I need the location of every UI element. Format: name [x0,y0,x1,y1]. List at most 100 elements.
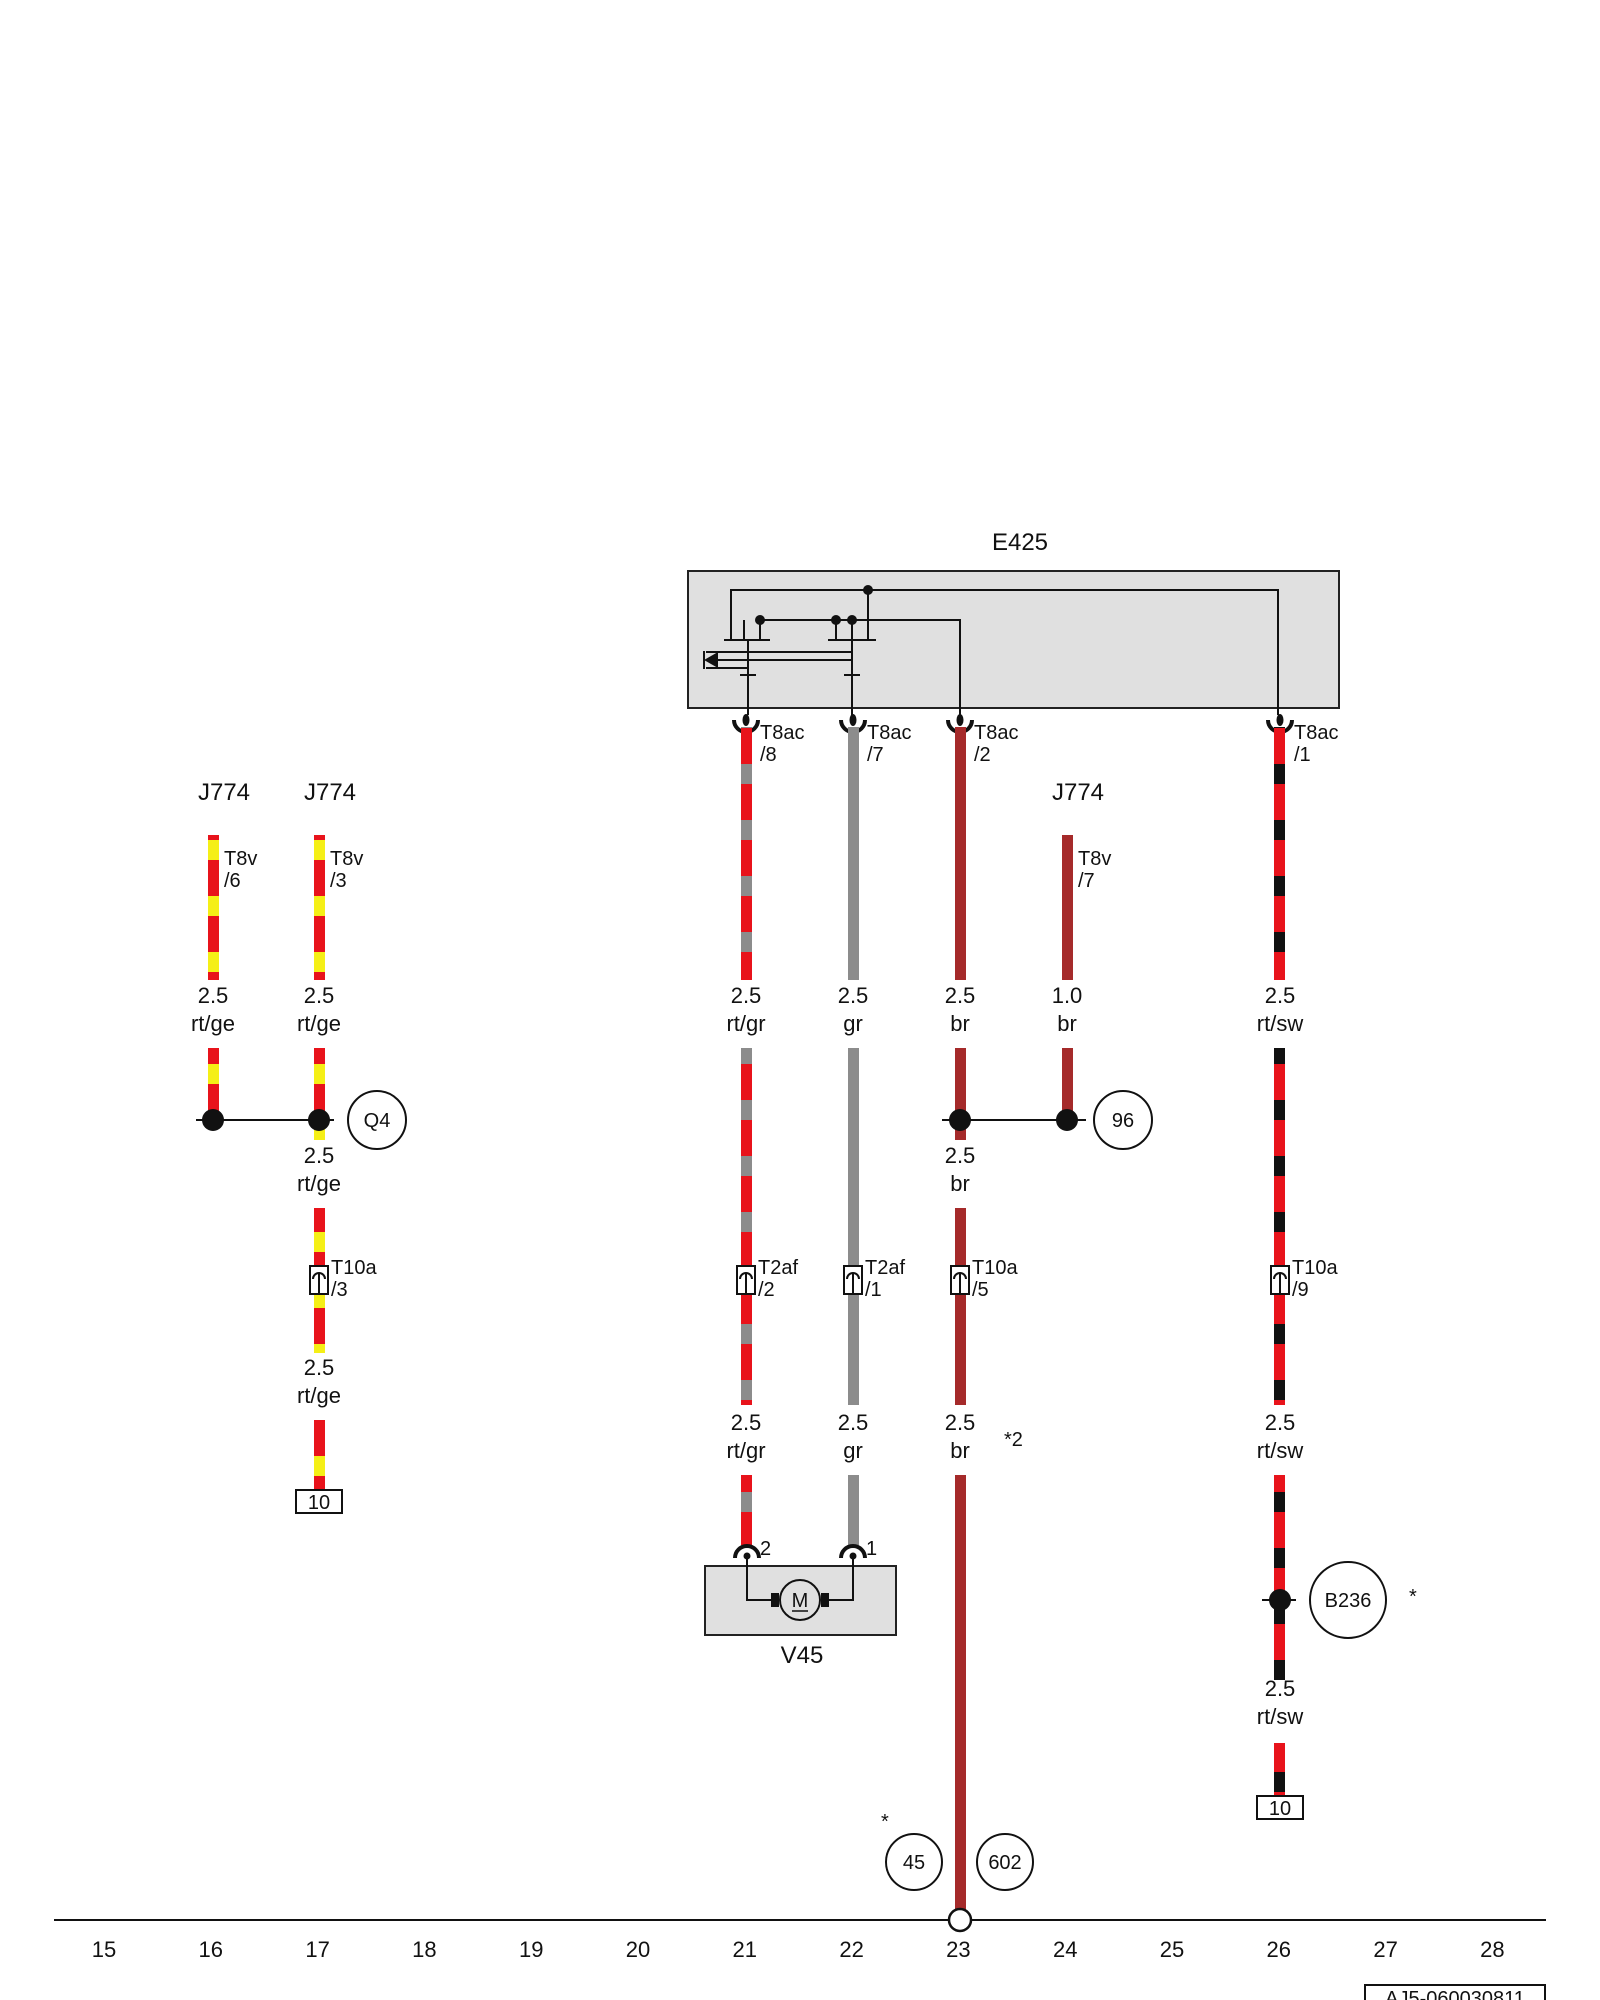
track-number-24: 24 [1053,1937,1077,1962]
pin-number-t10a_3: /3 [331,1279,348,1301]
wire-size-w16: 2.5 [198,983,229,1008]
wire-22-upper [848,727,859,980]
track-number-22: 22 [839,1937,863,1962]
track-number-23: 23 [946,1937,970,1962]
wire-16-upper [208,835,219,980]
pin-label-t8v_3: T8v [330,848,363,870]
track-number-21: 21 [733,1937,757,1962]
wire-size-w24: 1.0 [1052,983,1083,1008]
wire-color-w22a: gr [843,1011,863,1036]
svg-text:M: M [792,1590,809,1612]
e425-unit [687,570,1340,715]
ground-point-23 [947,1907,973,1933]
connection-96: 96 [1093,1090,1153,1150]
wire-26-mid2 [1274,1475,1285,1680]
splice-node-16 [202,1109,224,1131]
wire-17-lower [314,1420,325,1490]
pin-label-t10a_3: T10a [331,1257,377,1279]
pin-label-t10a_9: T10a [1292,1257,1338,1279]
pin-number-t8ac_7: /7 [867,744,884,766]
reference-box-26: 10 [1256,1795,1304,1820]
footnote-star-45: * [881,1811,889,1833]
wire-color-w17a: rt/ge [297,1011,341,1036]
wire-17-mid1 [314,1048,325,1140]
pin-label-t8ac_8: T8ac [760,722,804,744]
v45-label: V45 [781,1642,824,1669]
wire-26-mid1 [1274,1048,1285,1405]
pin-label-t2af_2: T2af [758,1257,798,1279]
pin-number-t8v_7: /7 [1078,870,1095,892]
wire-color-w23b: br [950,1171,970,1196]
wire-21-upper [741,727,752,980]
pin-labels: T8ac/8T8ac/7T8ac/2T8ac/1T8v/6T8v/3T8v/7T… [224,722,1338,1301]
pin-number-t2af_2: /2 [758,1279,775,1301]
wire-size-w26c: 2.5 [1265,1676,1296,1701]
inline-connector-t2af_1 [843,1265,863,1295]
wire-color-w21a: rt/gr [726,1011,765,1036]
track-number-20: 20 [626,1937,650,1962]
pin-label-t8v_7: T8v [1078,848,1111,870]
wire-color-w23c: br [950,1438,970,1463]
wire-size-w22a: 2.5 [838,983,869,1008]
wire-16-lower [208,1048,219,1120]
pin-label-t8v_6: T8v [224,848,257,870]
wire-23-mid1 [955,1048,966,1140]
connection-q4: Q4 [347,1090,407,1150]
wire-color-w21b: rt/gr [726,1438,765,1463]
track-number-18: 18 [412,1937,436,1962]
wire-23-upper [955,727,966,980]
splice-node-23 [949,1109,971,1131]
pin-number-t10a_9: /9 [1292,1279,1309,1301]
wire-24-lower [1062,1048,1073,1120]
splice-node-26 [1269,1589,1291,1611]
svg-text:Q4: Q4 [364,1110,391,1132]
wire-size-w23c: 2.5 [945,1410,976,1435]
diagram-id-box: AJ5-060030811 [1364,1984,1546,2000]
wire-22-lower [848,1475,859,1545]
wire-color-w16: rt/ge [191,1011,235,1036]
wire-color-w24: br [1057,1011,1077,1036]
connection-602: 602 [976,1833,1034,1891]
wire-size-w26a: 2.5 [1265,983,1296,1008]
track-number-27: 27 [1373,1937,1397,1962]
wire-segments [208,727,1285,1918]
pin-label-t8ac_7: T8ac [867,722,911,744]
j774-label-b: J774 [304,779,356,806]
connection-45: 45 [885,1833,943,1891]
wire-21-lower [741,1475,752,1545]
pin-number-t8v_3: /3 [330,870,347,892]
svg-text:B236: B236 [1325,1590,1372,1612]
pin-number-t2af_1: /1 [865,1279,882,1301]
svg-text:10: 10 [1269,1798,1291,1820]
v45-pin-1: 1 [866,1538,877,1560]
wire-color-w17c: rt/ge [297,1383,341,1408]
wire-color-w26c: rt/sw [1257,1704,1304,1729]
wire-23-mid2 [955,1208,966,1405]
svg-text:45: 45 [903,1852,925,1874]
track-number-28: 28 [1480,1937,1504,1962]
wire-color-w26b: rt/sw [1257,1438,1304,1463]
pin-label-t8ac_2: T8ac [974,722,1018,744]
track-number-15: 15 [92,1937,116,1962]
inline-connector-t10a_5 [950,1265,970,1295]
track-number-17: 17 [305,1937,329,1962]
j774-label-a: J774 [198,779,250,806]
svg-text:10: 10 [308,1492,330,1514]
connection-b236: B236 [1309,1561,1387,1639]
inline-connector-t2af_2 [736,1265,756,1295]
reference-box-17: 10 [295,1489,343,1514]
wire-labels: 2.5rt/ge2.5rt/ge2.5rt/ge2.5rt/ge2.5rt/gr… [191,983,1303,1729]
wire-size-w17b: 2.5 [304,1143,335,1168]
wire-size-w23a: 2.5 [945,983,976,1008]
wire-26-lower [1274,1743,1285,1798]
diagram-id: AJ5-060030811 [1385,1988,1525,2000]
wire-23-lower [955,1475,966,1918]
v45-unit: M [704,1544,897,1636]
v45-pin-2: 2 [760,1538,771,1560]
motor-icon [779,1579,821,1621]
wire-color-w22b: gr [843,1438,863,1463]
wire-24-upper [1062,835,1073,980]
pin-number-t10a_5: /5 [972,1279,989,1301]
